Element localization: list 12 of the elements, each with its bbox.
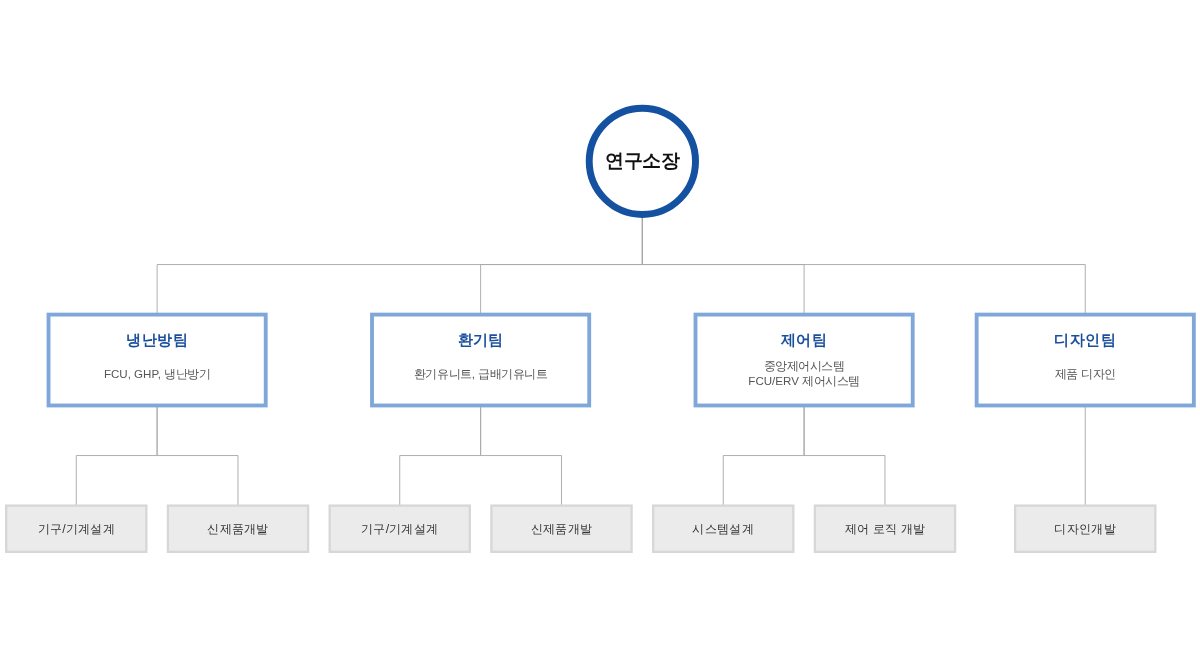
node-box: 시스템설계 xyxy=(652,504,795,553)
node-box: 디자인팀 제품 디자인 xyxy=(974,312,1196,408)
node-box: 제어 로직 개발 xyxy=(813,504,957,553)
node-box: 냉난방팀 FCU, GHP, 냉난방기 xyxy=(46,312,268,408)
node-box: 기구/기계설계 xyxy=(5,504,148,553)
node-box: 신제품개발 xyxy=(490,504,633,553)
node-box: 제어팀 중앙제어시스템 FCU/ERV 제어시스템 xyxy=(693,312,915,408)
node-box: 환기팀 환기유니트, 급배기유니트 xyxy=(370,312,592,408)
node-box: 디자인개발 xyxy=(1014,504,1157,553)
node-box: 기구/기계설계 xyxy=(328,504,471,553)
node-box: 신제품개발 xyxy=(166,504,310,553)
node-circle: 연구소장 xyxy=(585,104,699,218)
